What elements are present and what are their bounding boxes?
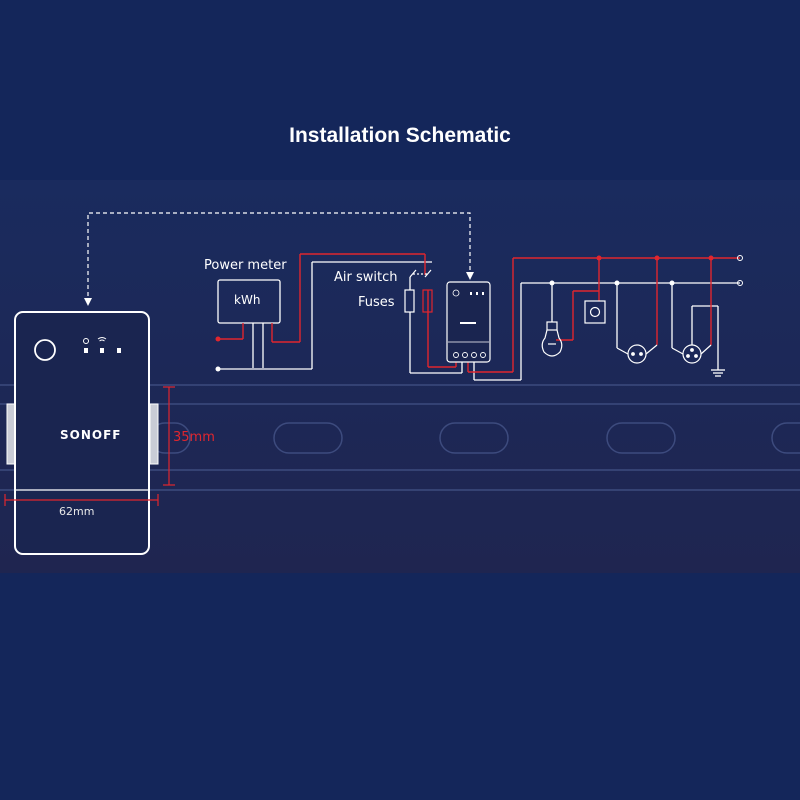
- power-meter-box: [217, 279, 281, 324]
- junction-dots: [215, 255, 743, 372]
- link-dashed-line: [87, 212, 471, 303]
- fuse-live: [422, 289, 433, 313]
- air-switch-label: Air switch: [334, 270, 398, 285]
- dimension-height-label: 35mm: [173, 430, 215, 445]
- page-title: Installation Schematic: [289, 124, 511, 147]
- power-button: [34, 339, 56, 361]
- light-bulb-icon: [541, 321, 563, 357]
- arrow-down-icon: [466, 272, 474, 280]
- live-wiring: [218, 253, 740, 373]
- socket-icon: [616, 344, 658, 364]
- fuses-label: Fuses: [358, 295, 395, 310]
- air-switch-symbol: [409, 269, 432, 278]
- status-indicators: [83, 337, 121, 353]
- fuse-neutral: [404, 289, 415, 313]
- sonoff-device-large: [6, 311, 159, 555]
- kwh-label: kWh: [234, 293, 261, 307]
- dimension-width: [4, 494, 159, 506]
- arrow-down-icon: [84, 298, 92, 306]
- sonoff-device-small: [446, 281, 491, 363]
- power-meter-label: Power meter: [204, 258, 287, 273]
- socket-earthed-icon: [671, 344, 712, 364]
- dimension-height: [163, 386, 175, 486]
- wall-switch-icon: [584, 300, 606, 324]
- brand-logo: SONOFF: [60, 428, 122, 442]
- dimension-width-label: 62mm: [59, 505, 95, 518]
